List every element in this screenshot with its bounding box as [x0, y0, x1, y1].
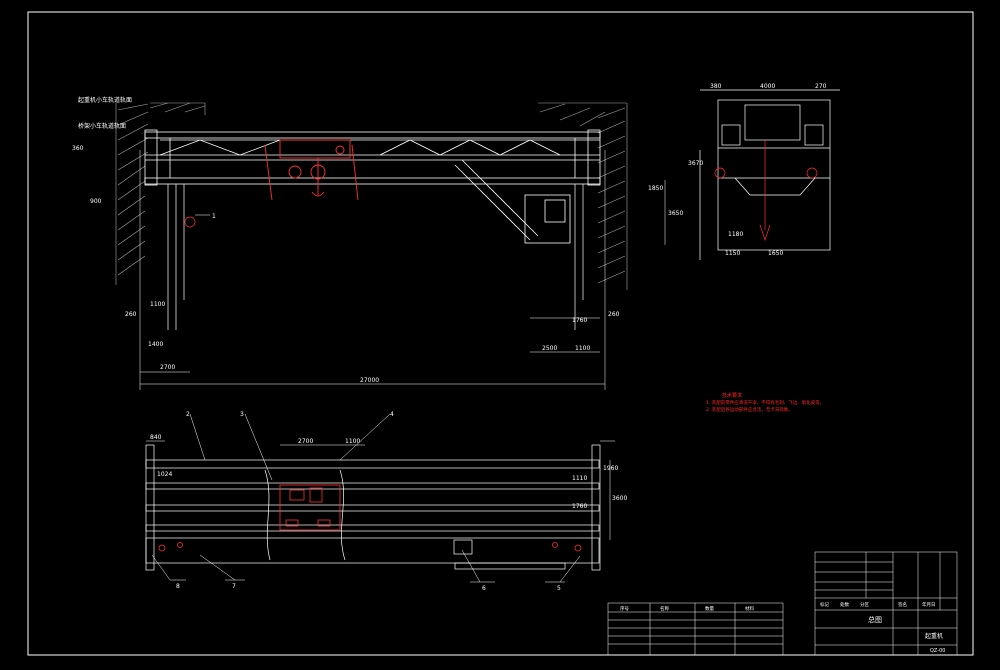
end-carriages	[144, 129, 601, 186]
dim-height-2: 360	[72, 145, 84, 152]
label-rail-top-1: 起重机小车轨道轨面	[78, 96, 132, 104]
plan-dim-3: 1100	[345, 438, 360, 445]
title-label-6: 年月日	[922, 601, 936, 608]
parts-header-1: 序号	[620, 605, 629, 612]
span-dimensions	[139, 150, 666, 390]
plan-view	[145, 444, 601, 571]
plan-dims	[146, 440, 615, 540]
title-label-2: 处数	[840, 601, 849, 608]
title-block	[814, 551, 958, 656]
front-elevation: 27000 2700 1400 1100 2500 1100 1760 260 …	[72, 96, 683, 390]
tech-req-2: 2. 装配后各运动部件应灵活，无卡滞现象。	[706, 406, 793, 413]
plan-dim-4: 1110	[572, 475, 587, 482]
side-dim-5: 3670	[688, 160, 703, 167]
dim-wall-left: 260	[125, 311, 137, 318]
side-view	[699, 89, 840, 260]
drawing-frame	[27, 11, 974, 656]
dim-right-3: 1760	[572, 317, 587, 324]
dim-left-2: 1100	[150, 301, 165, 308]
tech-req-1: 1. 装配前零件应清洗干净，不得有毛刺、飞边、氧化皮等。	[706, 399, 824, 406]
dim-height-4: 3650	[668, 210, 683, 217]
plan-dim-8: 1960	[603, 465, 618, 472]
dim-height-3: 1850	[648, 185, 663, 192]
left-wall-hatch	[115, 102, 206, 285]
parts-header-4: 材料	[745, 605, 754, 612]
tech-req-title: 技术要求	[722, 392, 742, 399]
label-rail-top-2: 桥架小车轨道轨面	[78, 122, 126, 130]
side-dim-3: 270	[815, 83, 827, 90]
title-machine: 起重机	[925, 632, 943, 640]
dim-left-1: 1400	[148, 341, 163, 348]
callout-5: 5	[557, 585, 561, 592]
parts-header-2: 名称	[660, 605, 669, 612]
callout-1: 1	[212, 213, 216, 220]
plan-dim-6: 1024	[157, 471, 172, 478]
dim-wall-right: 260	[608, 311, 620, 318]
dim-span: 27000	[360, 377, 379, 384]
dim-left-offset: 2700	[160, 364, 175, 371]
dim-right-1: 2500	[542, 345, 557, 352]
plan-dim-2: 2700	[298, 438, 313, 445]
left-column	[167, 184, 196, 330]
title-label-1: 标记	[820, 601, 829, 608]
title-code: QZ-00	[930, 648, 945, 654]
parts-table	[607, 602, 784, 656]
side-dim-2: 4000	[760, 83, 775, 90]
side-dim-1: 380	[710, 83, 722, 90]
callout-6: 6	[482, 585, 486, 592]
side-dim-6: 1150	[725, 250, 740, 257]
parts-header-3: 数量	[705, 605, 714, 612]
right-column	[574, 184, 584, 330]
callout-8: 8	[176, 583, 180, 590]
right-wall-hatch	[538, 102, 628, 290]
plan-dim-5: 1760	[572, 503, 587, 510]
title-name: 总图	[868, 615, 882, 624]
plan-dim-1: 840	[150, 434, 162, 441]
title-label-3: 分区	[860, 601, 869, 608]
plan-dim-7: 3600	[612, 495, 627, 502]
operator-cab	[454, 159, 571, 244]
hoist-trolley	[264, 139, 359, 201]
dim-height-1: 900	[90, 198, 102, 205]
callout-leaders	[151, 413, 581, 583]
title-label-5: 签名	[898, 601, 907, 608]
callout-2: 2	[186, 411, 190, 418]
side-dim-7: 1650	[768, 250, 783, 257]
callout-7: 7	[232, 583, 236, 590]
side-dim-4: 1180	[728, 231, 743, 238]
callout-3: 3	[240, 411, 244, 418]
plan-trolley	[158, 484, 582, 552]
bridge-girder	[144, 131, 601, 185]
callout-4: 4	[390, 411, 394, 418]
dim-right-2: 1100	[575, 345, 590, 352]
